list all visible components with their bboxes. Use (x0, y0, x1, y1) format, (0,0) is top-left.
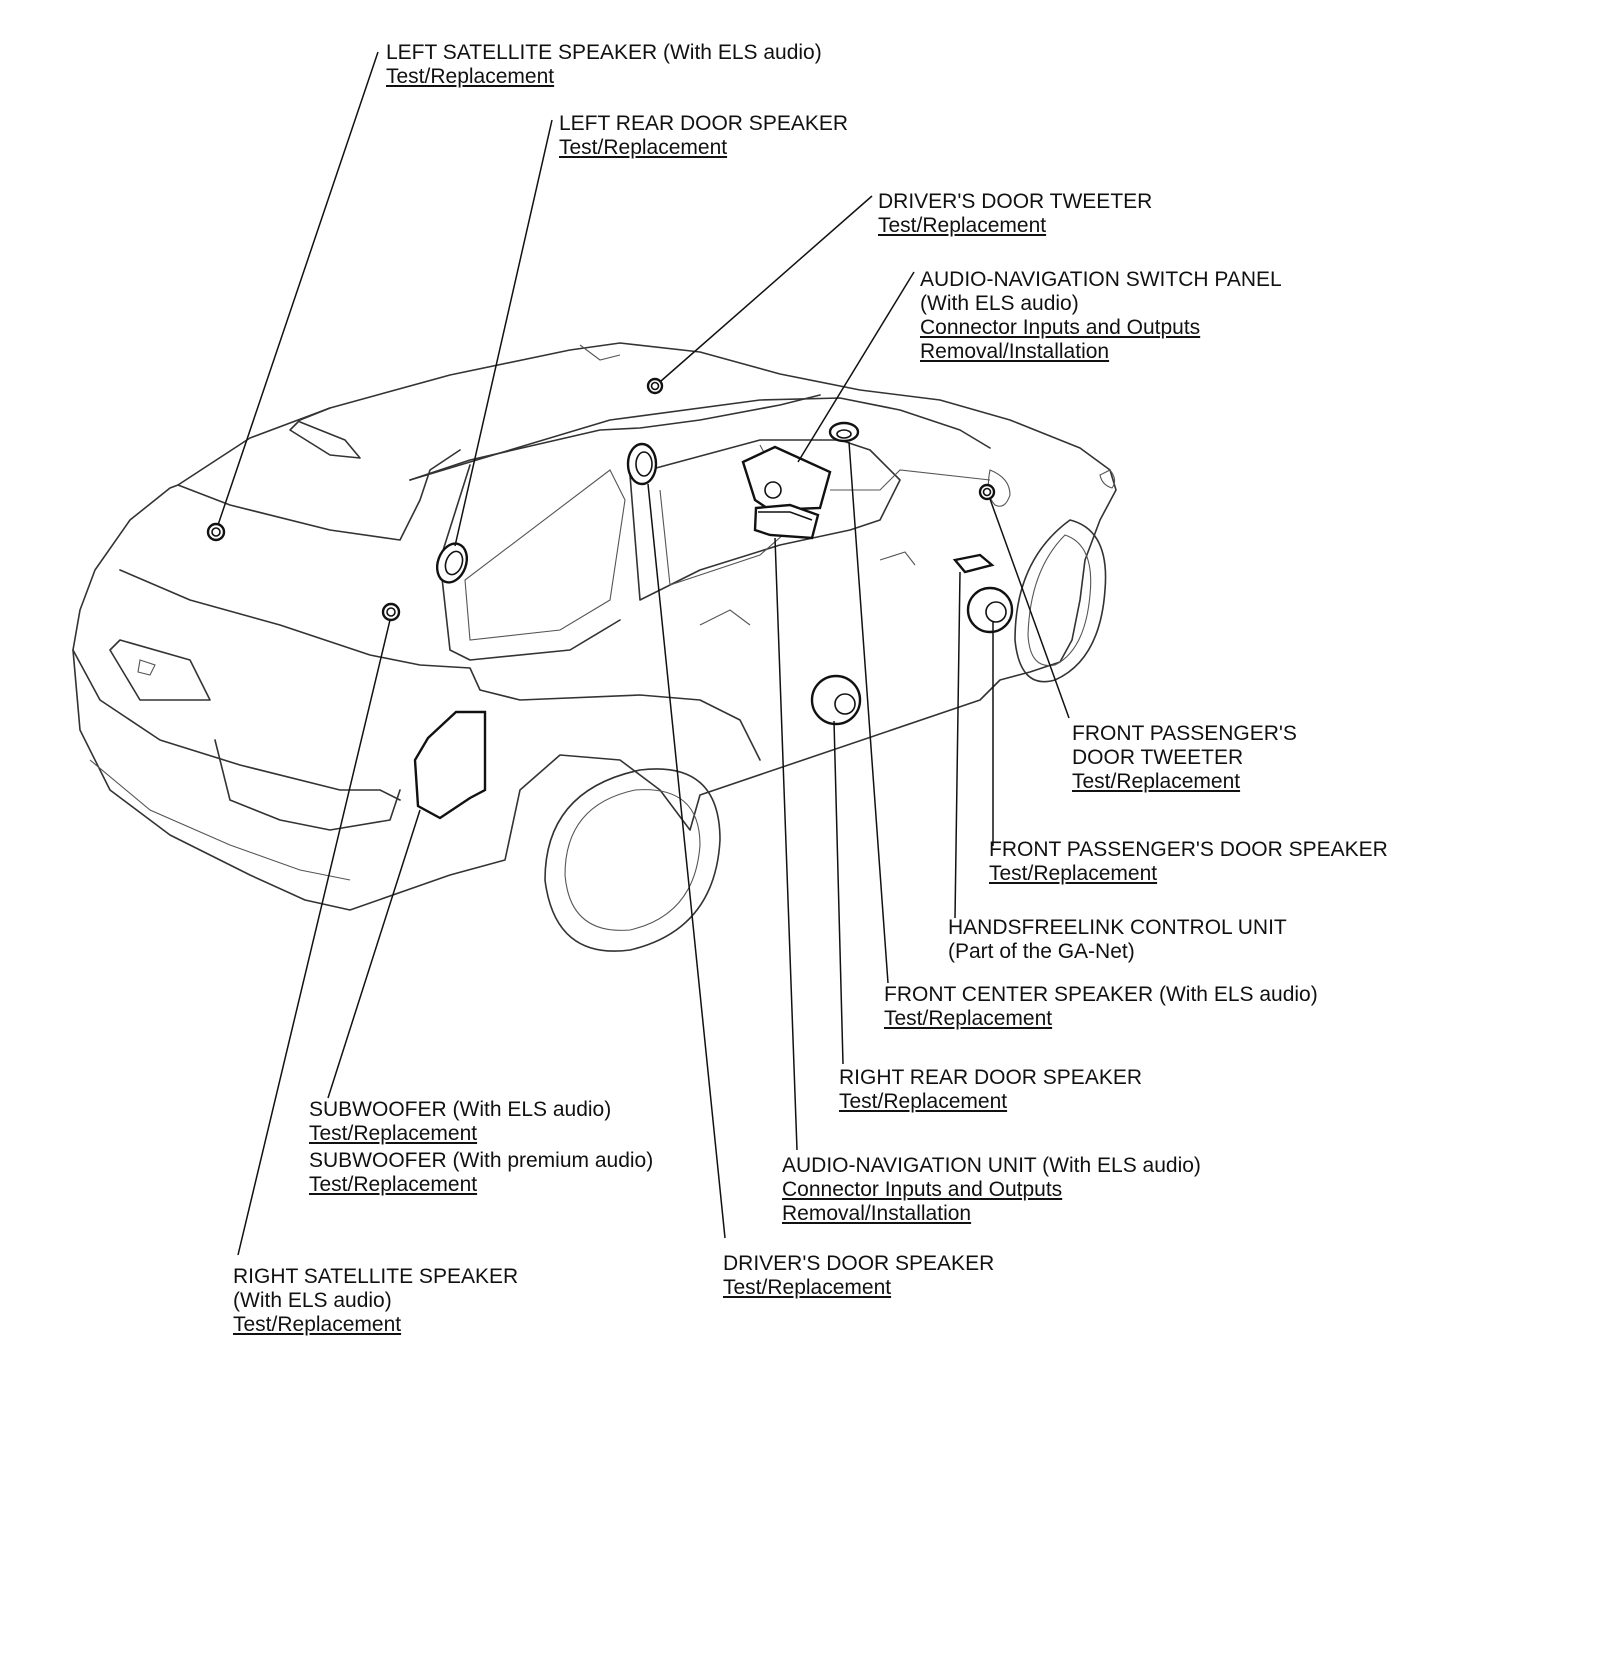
test-replacement-link[interactable]: Test/Replacement (878, 214, 1047, 237)
test-replacement-link-premium[interactable]: Test/Replacement (309, 1173, 478, 1196)
callout-front-passenger-door-speaker: FRONT PASSENGER'S DOOR SPEAKER Test/Repl… (989, 838, 1388, 886)
callout-front-center-speaker: FRONT CENTER SPEAKER (With ELS audio) Te… (884, 983, 1318, 1031)
left-rear-door-speaker-shape (435, 542, 469, 584)
test-replacement-link[interactable]: Test/Replacement (309, 1122, 478, 1145)
callout-title: RIGHT REAR DOOR SPEAKER (839, 1066, 1143, 1089)
callout-title: DRIVER'S DOOR TWEETER (878, 190, 1153, 213)
callout-handsfreelink-control-unit: HANDSFREELINK CONTROL UNIT (Part of the … (948, 916, 1287, 964)
left-satellite-speaker-shape (206, 522, 226, 542)
callout-title: FRONT PASSENGER'S DOOR SPEAKER (989, 838, 1388, 861)
test-replacement-link[interactable]: Test/Replacement (386, 65, 555, 88)
callout-title: LEFT SATELLITE SPEAKER (With ELS audio) (386, 41, 822, 64)
callout-subtitle: (With ELS audio) (233, 1289, 392, 1312)
connector-inputs-outputs-link[interactable]: Connector Inputs and Outputs (920, 316, 1201, 339)
test-replacement-link[interactable]: Test/Replacement (839, 1090, 1008, 1113)
test-replacement-link[interactable]: Test/Replacement (989, 862, 1158, 885)
callout-audio-navigation-switch-panel: AUDIO-NAVIGATION SWITCH PANEL (With ELS … (920, 268, 1282, 364)
callout-title: RIGHT SATELLITE SPEAKER (233, 1265, 519, 1288)
callout-left-rear-door-speaker: LEFT REAR DOOR SPEAKER Test/Replacement (559, 112, 848, 160)
switch-panel-shape (741, 445, 832, 512)
callout-title: AUDIO-NAVIGATION UNIT (With ELS audio) (782, 1154, 1201, 1177)
callout-title: HANDSFREELINK CONTROL UNIT (948, 916, 1287, 939)
callout-right-satellite-speaker: RIGHT SATELLITE SPEAKER (With ELS audio)… (233, 1265, 518, 1337)
callout-subtitle: (Part of the GA-Net) (948, 940, 1135, 963)
callout-title: FRONT PASSENGER'S (1072, 722, 1297, 745)
drivers-door-speaker-shape (626, 442, 658, 486)
callout-title: SUBWOOFER (With ELS audio) (309, 1098, 612, 1121)
callout-title-line-2: DOOR TWEETER (1072, 746, 1244, 769)
test-replacement-link[interactable]: Test/Replacement (559, 136, 728, 159)
callout-title-premium: SUBWOOFER (With premium audio) (309, 1149, 654, 1172)
callout-front-passenger-door-tweeter: FRONT PASSENGER'S DOOR TWEETER Test/Repl… (1072, 722, 1297, 794)
test-replacement-link[interactable]: Test/Replacement (1072, 770, 1241, 793)
connector-inputs-outputs-link[interactable]: Connector Inputs and Outputs (782, 1178, 1063, 1201)
front-passenger-speaker-shape (966, 586, 1014, 634)
drivers-door-tweeter-shape (646, 377, 664, 395)
subwoofer-shape (413, 710, 487, 820)
callout-subtitle: (With ELS audio) (920, 292, 1079, 315)
audio-nav-unit-shape (753, 503, 820, 540)
callout-drivers-door-tweeter: DRIVER'S DOOR TWEETER Test/Replacement (878, 190, 1152, 238)
callout-title: AUDIO-NAVIGATION SWITCH PANEL (920, 268, 1282, 291)
right-rear-door-speaker-shape (810, 674, 862, 726)
test-replacement-link[interactable]: Test/Replacement (884, 1007, 1053, 1030)
right-satellite-speaker-shape (381, 602, 401, 622)
car-outline (72, 342, 1117, 952)
callout-left-satellite-speaker: LEFT SATELLITE SPEAKER (With ELS audio) … (386, 41, 822, 89)
callout-title: DRIVER'S DOOR SPEAKER (723, 1252, 995, 1275)
callout-title: FRONT CENTER SPEAKER (With ELS audio) (884, 983, 1318, 1006)
removal-installation-link[interactable]: Removal/Installation (782, 1202, 972, 1225)
callout-right-rear-door-speaker: RIGHT REAR DOOR SPEAKER Test/Replacement (839, 1066, 1142, 1114)
test-replacement-link[interactable]: Test/Replacement (723, 1276, 892, 1299)
handsfreelink-unit-shape (952, 553, 995, 574)
removal-installation-link[interactable]: Removal/Installation (920, 340, 1110, 363)
test-replacement-link[interactable]: Test/Replacement (233, 1313, 402, 1336)
leader-lines (217, 51, 1070, 1256)
callout-drivers-door-speaker: DRIVER'S DOOR SPEAKER Test/Replacement (723, 1252, 994, 1300)
callout-audio-navigation-unit: AUDIO-NAVIGATION UNIT (With ELS audio) C… (782, 1154, 1201, 1226)
front-passenger-tweeter-shape (978, 483, 996, 501)
front-center-speaker-shape (828, 421, 860, 443)
callout-title: LEFT REAR DOOR SPEAKER (559, 112, 849, 135)
callout-subwoofer: SUBWOOFER (With ELS audio) Test/Replacem… (309, 1098, 653, 1197)
